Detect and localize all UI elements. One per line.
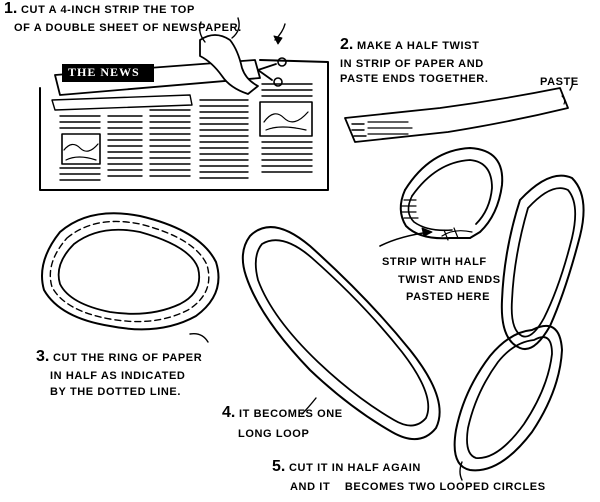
step-4-line-1: IT BECOMES ONE bbox=[239, 408, 343, 420]
paste-arrow bbox=[569, 77, 574, 91]
step-4-line-2: LONG LOOP bbox=[238, 428, 310, 440]
paste-label: PASTE bbox=[540, 76, 579, 88]
paper-strip-illustration bbox=[344, 77, 574, 143]
newspaper-masthead: THE NEWS bbox=[68, 65, 140, 79]
step-5-line-2: AND IT BECOMES TWO LOOPED CIRCLES bbox=[290, 481, 546, 493]
paper-ring-illustration bbox=[41, 212, 220, 343]
step-4-number: 4. bbox=[222, 404, 236, 421]
long-loop-illustration bbox=[241, 226, 441, 440]
step-3-caption: 3. CUT THE RING OF PAPER bbox=[36, 348, 203, 365]
linked-loops-illustration bbox=[453, 174, 585, 481]
step-1-line-2: OF A DOUBLE SHEET OF NEWSPAPER. bbox=[14, 22, 242, 34]
step-3-number: 3. bbox=[36, 348, 50, 365]
newspaper-illustration bbox=[39, 17, 329, 191]
cut-line bbox=[49, 220, 210, 323]
twisted-ring-illustration bbox=[379, 147, 504, 247]
step-2-line-2: IN STRIP OF PAPER AND bbox=[340, 58, 484, 70]
step-2-line-3: PASTE ENDS TOGETHER. bbox=[340, 73, 489, 85]
step-2-number: 2. bbox=[340, 36, 354, 53]
step-2-line-1: MAKE A HALF TWIST bbox=[357, 40, 480, 52]
strip-label-line-2: TWIST AND ENDS bbox=[398, 274, 501, 286]
step-4-caption: 4. IT BECOMES ONE bbox=[222, 404, 343, 421]
step-5-number: 5. bbox=[272, 458, 286, 475]
strip-label-line-1: STRIP WITH HALF bbox=[382, 256, 487, 268]
paste-pointer-arrow bbox=[379, 231, 431, 247]
masthead-box bbox=[62, 64, 154, 82]
scissors-icon bbox=[257, 63, 277, 81]
strip-label-line-3: PASTED HERE bbox=[406, 291, 491, 303]
step-2-caption: 2. MAKE A HALF TWIST bbox=[340, 36, 480, 53]
step-1-caption: 1. CUT A 4-INCH STRIP THE TOP bbox=[4, 0, 195, 17]
cut-strip bbox=[54, 59, 261, 96]
step-3-line-3: BY THE DOTTED LINE. bbox=[50, 386, 181, 398]
step-5-line-1: CUT IT IN HALF AGAIN bbox=[289, 462, 421, 474]
hand-icon bbox=[199, 34, 259, 95]
step-5-caption: 5. CUT IT IN HALF AGAIN bbox=[272, 458, 421, 475]
step-3-line-1: CUT THE RING OF PAPER bbox=[53, 352, 203, 364]
step-3-line-2: IN HALF AS INDICATED bbox=[50, 370, 186, 382]
step-1-number: 1. bbox=[4, 0, 18, 17]
step-1-line-1: CUT A 4-INCH STRIP THE TOP bbox=[21, 4, 195, 16]
